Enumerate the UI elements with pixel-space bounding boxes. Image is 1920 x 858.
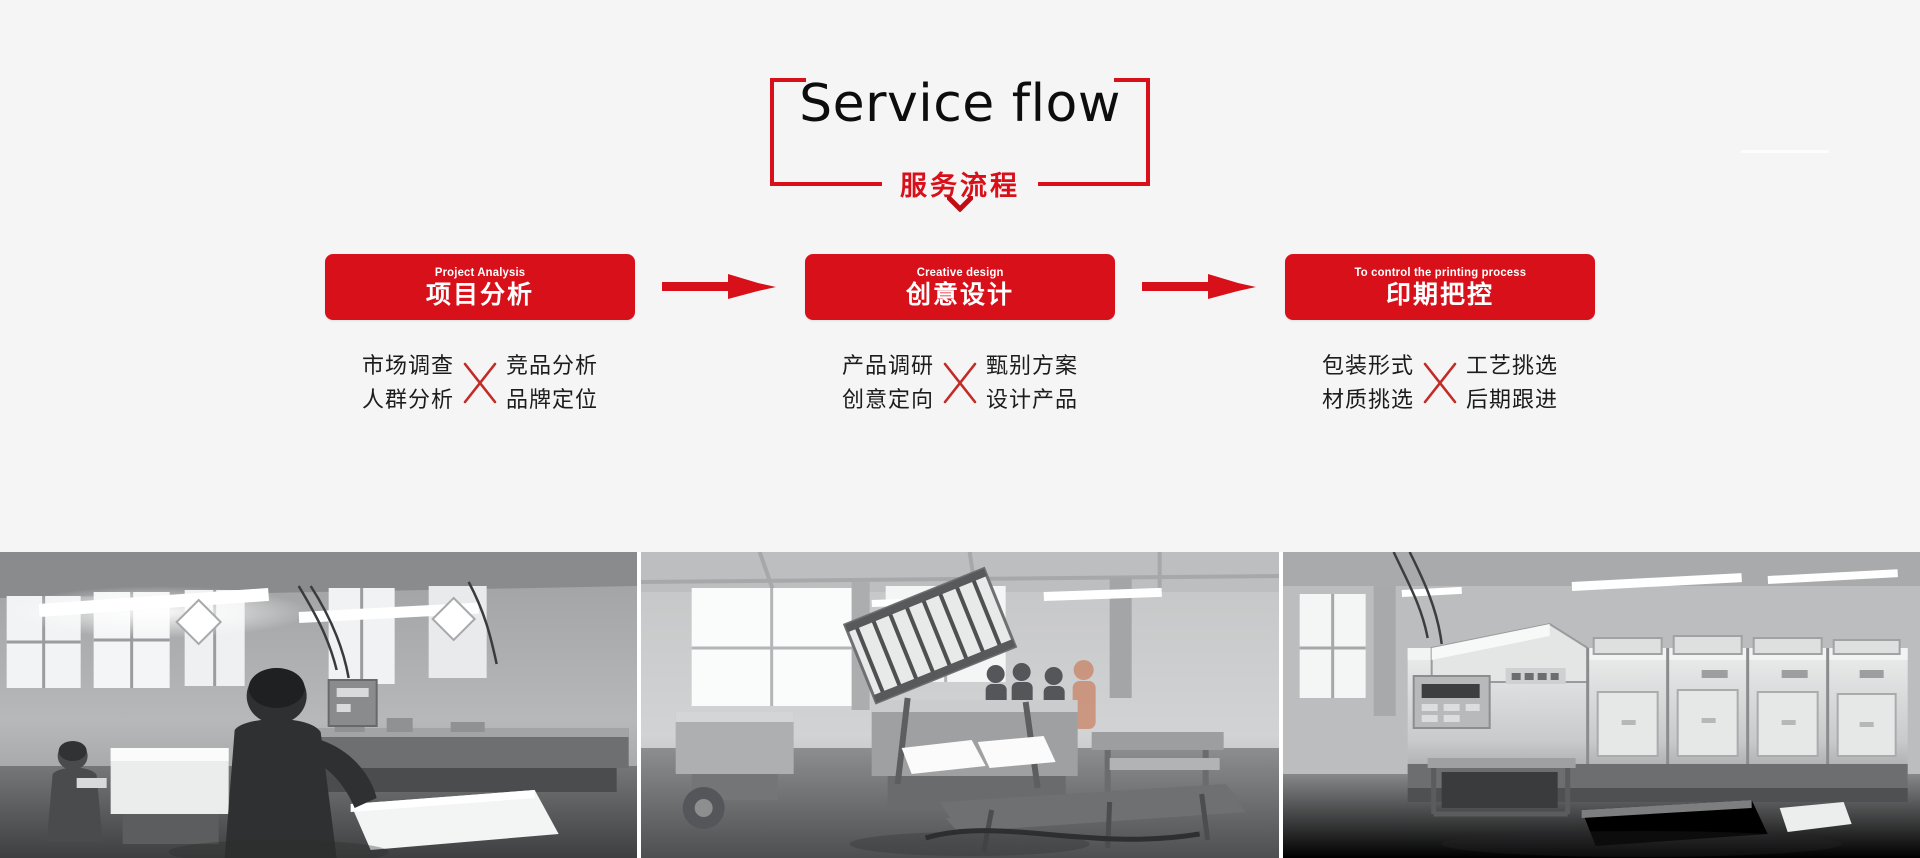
keyword-item: 包装形式 [1321,353,1414,378]
factory-photo-strip [0,552,1920,858]
step-card-cn-label: 印期把控 [1385,280,1494,309]
connector-2 [1115,254,1285,320]
bracket-bottom-left-bar [770,182,882,186]
step-2-keywords: 产品调研 创意定向 甄别方案 设计产品 [842,352,1078,413]
keyword-item: 品牌定位 [506,387,599,412]
page-subtitle: 服务流程 [886,170,1034,202]
factory-photo-cutting-machine [0,552,638,858]
keyword-item: 产品调研 [841,353,934,378]
step-card-en-label: To control the printing process [1354,264,1526,279]
keyword-column-left: 产品调研 创意定向 [842,352,934,413]
factory-photo-folding-machine [641,552,1279,858]
keyword-item: 后期跟进 [1466,387,1559,412]
step-card-cn-label: 创意设计 [905,280,1014,309]
header-artifact-line [1741,150,1829,153]
flow-steps-row: Project Analysis 项目分析 市场调查 人群分析 竞品分析 品牌定… [0,254,1920,413]
keyword-item: 材质挑选 [1321,387,1414,412]
keyword-item: 甄别方案 [986,353,1079,378]
step-card-project-analysis[interactable]: Project Analysis 项目分析 [325,254,635,320]
step-card-en-label: Creative design [916,264,1004,279]
x-cross-icon [943,362,977,403]
connector-1 [635,254,805,320]
bracket-bottom-right-bar [1038,182,1150,186]
section-heading: Service flow 服务流程 [770,74,1150,202]
keyword-item: 工艺挑选 [1466,353,1559,378]
factory-photo-offset-press [1282,552,1920,858]
step-3-keywords: 包装形式 材质挑选 工艺挑选 后期跟进 [1322,352,1558,413]
keyword-column-right: 竞品分析 品牌定位 [506,352,598,413]
keyword-item: 创意定向 [841,387,934,412]
step-1-keywords: 市场调查 人群分析 竞品分析 品牌定位 [362,352,598,413]
x-cross-icon [1423,362,1457,403]
step-card-en-label: Project Analysis [434,264,526,279]
flow-step-3: To control the printing process 印期把控 包装形… [1285,254,1595,413]
arrow-right-icon [1142,274,1256,299]
flow-step-1: Project Analysis 项目分析 市场调查 人群分析 竞品分析 品牌定… [325,254,635,413]
page-title: Service flow [799,74,1121,134]
flow-step-2: Creative design 创意设计 产品调研 创意定向 甄别方案 设计产品 [805,254,1115,413]
keyword-item: 人群分析 [361,387,454,412]
keyword-column-right: 工艺挑选 后期跟进 [1466,352,1558,413]
keyword-column-left: 市场调查 人群分析 [362,352,454,413]
keyword-item: 市场调查 [361,353,454,378]
arrow-right-icon [662,274,776,299]
chevron-down-icon [947,196,973,212]
keyword-item: 设计产品 [986,387,1079,412]
keyword-column-left: 包装形式 材质挑选 [1322,352,1414,413]
step-card-cn-label: 项目分析 [425,280,534,309]
keyword-column-right: 甄别方案 设计产品 [986,352,1078,413]
step-card-creative-design[interactable]: Creative design 创意设计 [805,254,1115,320]
keyword-item: 竞品分析 [506,353,599,378]
step-card-printing-control[interactable]: To control the printing process 印期把控 [1285,254,1595,320]
x-cross-icon [463,362,497,403]
